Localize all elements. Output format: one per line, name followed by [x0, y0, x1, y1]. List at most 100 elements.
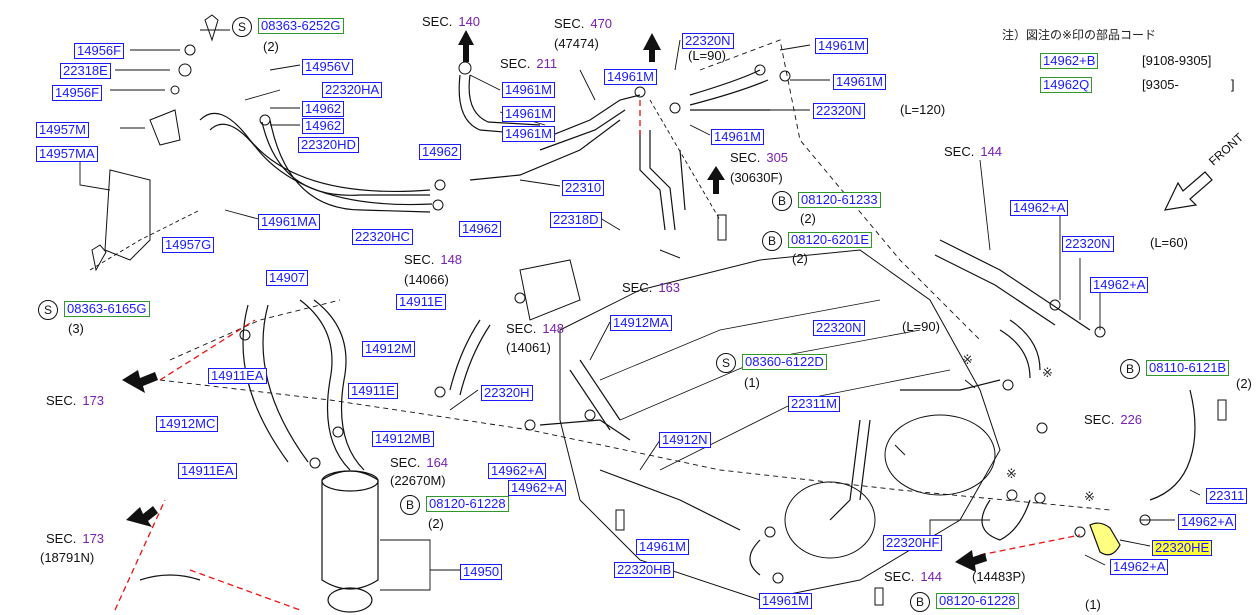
bolt-type-s-icon: S	[232, 17, 252, 37]
bolt-qty: (2)	[428, 516, 444, 531]
part-label-14950[interactable]: 14950	[460, 564, 503, 580]
section-ref-211[interactable]: SEC.211	[500, 56, 558, 71]
note-range-1: [9108-9305]	[1142, 53, 1212, 68]
part-label-22320ha[interactable]: 22320HA	[322, 82, 383, 98]
part-label-22320hf[interactable]: 22320HF	[883, 535, 943, 551]
bolt-label-08363-6165g[interactable]: 08363-6165G	[64, 301, 150, 317]
bolt-label-08120-61228[interactable]: 08120-61228	[936, 593, 1019, 609]
part-label-14907[interactable]: 14907	[266, 270, 309, 286]
part-label-14961m[interactable]: 14961M	[604, 69, 657, 85]
arrow-sec305	[707, 166, 725, 194]
length-note: (L=90)	[688, 48, 726, 63]
section-subref: (18791N)	[40, 550, 95, 565]
section-ref-144[interactable]: SEC.144	[944, 144, 1003, 159]
part-label-14962-a[interactable]: 14962+A	[1110, 559, 1169, 575]
part-label-14962-a[interactable]: 14962+A	[488, 463, 547, 479]
bolt-qty: (2)	[1236, 376, 1252, 391]
section-ref-148[interactable]: SEC.148	[404, 252, 463, 267]
part-label-14957ma[interactable]: 14957MA	[36, 146, 98, 162]
part-label-14961m[interactable]: 14961M	[759, 593, 812, 609]
section-subref: (30630F)	[730, 170, 783, 185]
part-label-14956f[interactable]: 14956F	[52, 85, 103, 101]
part-label-22320n[interactable]: 22320N	[682, 33, 734, 49]
bolt-qty: (2)	[792, 251, 808, 266]
part-label-22320h[interactable]: 22320H	[481, 385, 533, 401]
section-ref-470[interactable]: SEC.470	[554, 16, 613, 31]
part-label-14961m[interactable]: 14961M	[711, 129, 764, 145]
part-label-22311m[interactable]: 22311M	[788, 396, 841, 412]
part-label-14962[interactable]: 14962	[419, 144, 462, 160]
section-ref-305[interactable]: SEC.305	[730, 150, 789, 165]
part-label-14962-a[interactable]: 14962+A	[508, 480, 567, 496]
asterisk-mark: ※	[1084, 489, 1095, 504]
note-code-1[interactable]: 14962+B	[1040, 53, 1099, 69]
bolt-qty: (2)	[263, 39, 279, 54]
part-label-14912ma[interactable]: 14912MA	[610, 315, 672, 331]
part-label-22320hd[interactable]: 22320HD	[298, 137, 359, 153]
bolt-label-08120-6201e[interactable]: 08120-6201E	[788, 232, 873, 248]
part-label-14961m[interactable]: 14961M	[833, 74, 886, 90]
bolt-label-08110-6121b[interactable]: 08110-6121B	[1146, 360, 1230, 376]
part-label-22318e[interactable]: 22318E	[60, 63, 111, 79]
part-label-14961m[interactable]: 14961M	[636, 539, 689, 555]
section-ref-164[interactable]: SEC.164	[390, 455, 449, 470]
length-note: (L=60)	[1150, 235, 1188, 250]
section-ref-173[interactable]: SEC.173	[46, 531, 105, 546]
part-label-22320hc[interactable]: 22320HC	[352, 229, 413, 245]
part-label-14912n[interactable]: 14912N	[659, 432, 711, 448]
part-label-14956f[interactable]: 14956F	[74, 43, 125, 59]
section-ref-163[interactable]: SEC.163	[622, 280, 681, 295]
part-label-22310[interactable]: 22310	[562, 180, 605, 196]
part-label-14961m[interactable]: 14961M	[502, 82, 555, 98]
asterisk-mark: ※	[1006, 466, 1017, 481]
note-code-2[interactable]: 14962Q	[1040, 77, 1093, 93]
engine-block-outline	[559, 249, 1001, 601]
part-label-14961m[interactable]: 14961M	[502, 126, 555, 142]
part-label-14912mc[interactable]: 14912MC	[156, 416, 219, 432]
length-note: (L=120)	[900, 102, 946, 117]
bolt-label-08120-61228[interactable]: 08120-61228	[426, 496, 509, 512]
part-label-14956v[interactable]: 14956V	[302, 59, 353, 75]
part-label-14911e[interactable]: 14911E	[348, 383, 398, 399]
part-label-14962[interactable]: 14962	[302, 101, 345, 117]
bolt-label-08120-61233[interactable]: 08120-61233	[798, 192, 881, 208]
part-label-22320n[interactable]: 22320N	[813, 103, 865, 119]
part-label-14911ea[interactable]: 14911EA	[208, 368, 267, 384]
bolt-qty: (2)	[800, 211, 816, 226]
bolt-label-08363-6252g[interactable]: 08363-6252G	[258, 18, 344, 34]
note-range-2: [9305- ]	[1142, 77, 1235, 92]
section-ref-144[interactable]: SEC.144	[884, 569, 943, 584]
part-label-14962-a[interactable]: 14962+A	[1010, 200, 1069, 216]
part-label-22320he[interactable]: 22320HE	[1152, 540, 1213, 556]
part-label-14912m[interactable]: 14912M	[362, 341, 415, 357]
part-label-14961ma[interactable]: 14961MA	[258, 214, 320, 230]
part-label-14911ea[interactable]: 14911EA	[178, 463, 237, 479]
length-note: (L=90)	[902, 319, 940, 334]
section-ref-148[interactable]: SEC.148	[506, 321, 565, 336]
part-label-14957m[interactable]: 14957M	[36, 122, 89, 138]
bolt-qty: (1)	[1085, 597, 1101, 612]
part-label-14962[interactable]: 14962	[459, 221, 502, 237]
part-label-14962-a[interactable]: 14962+A	[1090, 277, 1149, 293]
part-label-14957g[interactable]: 14957G	[162, 237, 215, 253]
arrow-sec173a	[122, 370, 158, 393]
section-ref-140[interactable]: SEC.140	[422, 14, 481, 29]
part-label-22311[interactable]: 22311	[1206, 488, 1248, 504]
bolt-label-08360-6122d[interactable]: 08360-6122D	[742, 354, 827, 370]
part-label-14911e[interactable]: 14911E	[396, 294, 446, 310]
part-label-22320hb[interactable]: 22320HB	[614, 562, 675, 578]
part-label-14961m[interactable]: 14961M	[502, 106, 555, 122]
section-ref-226[interactable]: SEC.226	[1084, 412, 1143, 427]
part-label-22320n[interactable]: 22320N	[813, 320, 865, 336]
part-label-22320n[interactable]: 22320N	[1062, 236, 1114, 252]
part-label-14962-a[interactable]: 14962+A	[1178, 514, 1237, 530]
asterisk-mark: ※	[962, 352, 973, 367]
part-label-22318d[interactable]: 22318D	[550, 212, 602, 228]
section-subref: (14061)	[506, 340, 551, 355]
part-label-14962[interactable]: 14962	[302, 118, 345, 134]
part-label-14912mb[interactable]: 14912MB	[372, 431, 434, 447]
part-label-14961m[interactable]: 14961M	[815, 38, 868, 54]
section-ref-173[interactable]: SEC.173	[46, 393, 105, 408]
arrow-sec140	[458, 30, 474, 62]
